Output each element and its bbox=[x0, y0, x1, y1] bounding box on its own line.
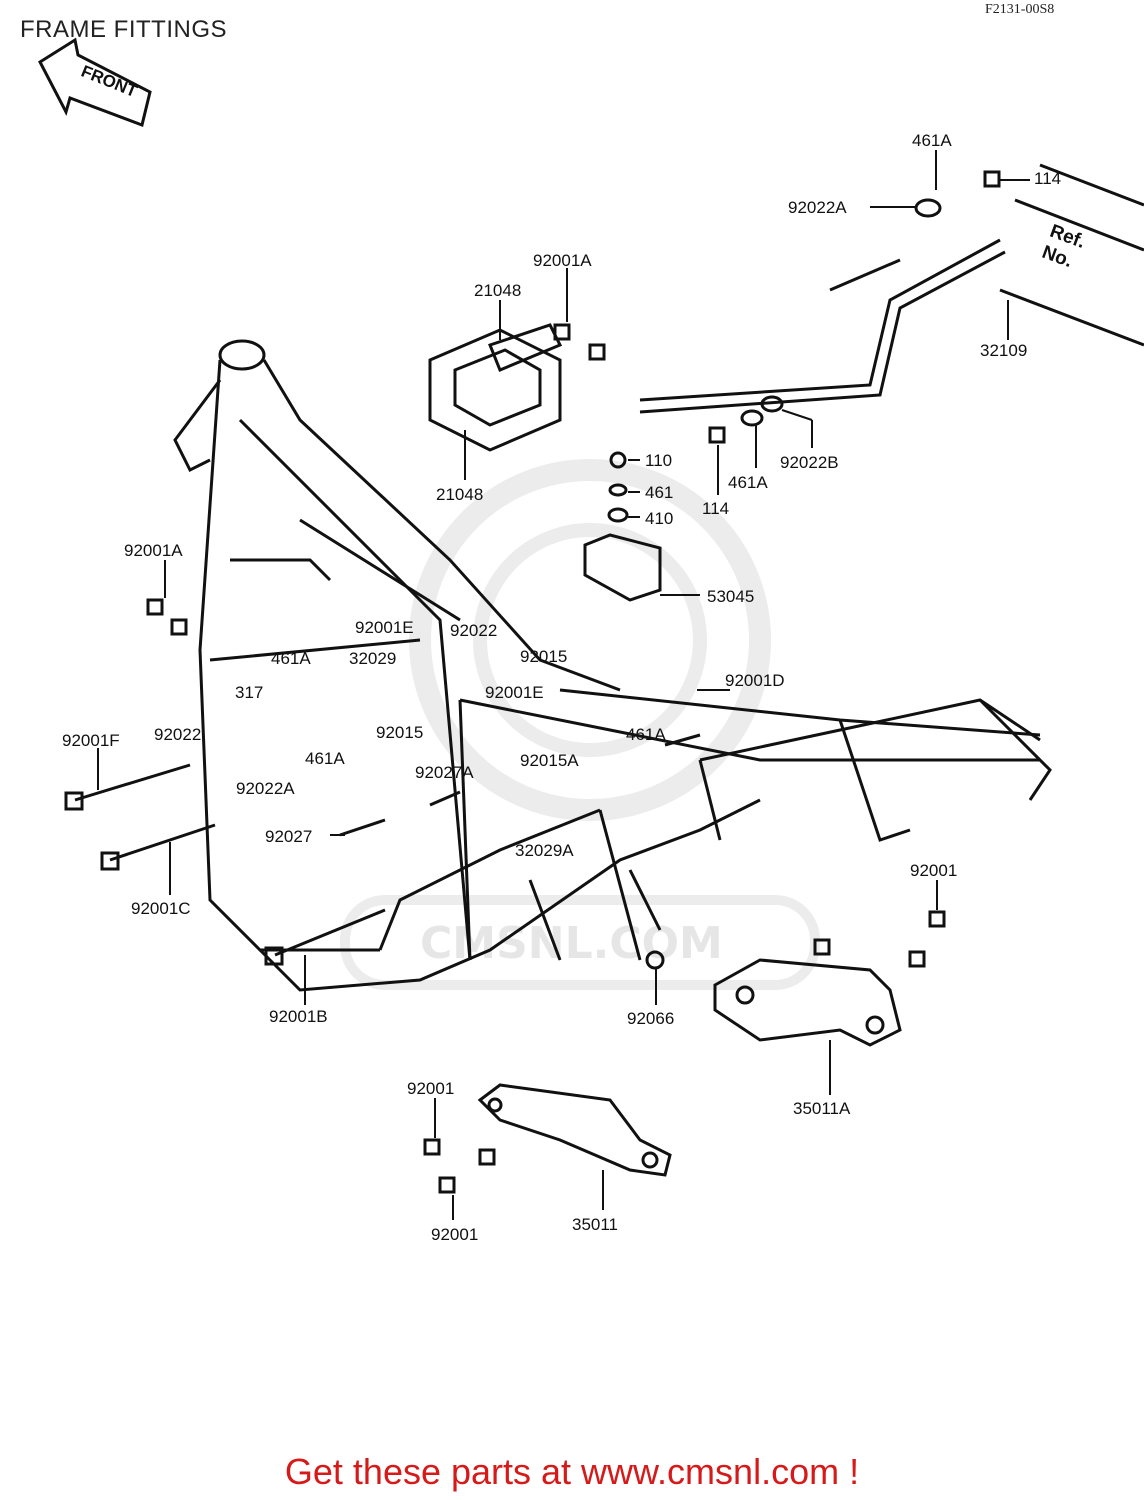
label-410: 410 bbox=[645, 509, 673, 528]
leader-lines bbox=[97, 150, 1030, 1220]
label-110: 110 bbox=[645, 451, 672, 470]
front-arrow: FRONT bbox=[38, 37, 152, 127]
label-92001A-top: 92001A bbox=[533, 251, 592, 270]
label-92027A: 92027A bbox=[415, 763, 474, 782]
footer-promo: Get these parts at www.cmsnl.com ! bbox=[0, 1451, 1144, 1493]
label-461A-low: 461A bbox=[305, 749, 345, 768]
label-21048-bottom: 21048 bbox=[436, 485, 483, 504]
parts-diagram: CMSNL.COM FRONT Ref. No. bbox=[38, 37, 1144, 1244]
label-21048-top: 21048 bbox=[474, 281, 521, 300]
label-92015A: 92015A bbox=[520, 751, 579, 770]
label-461A-top: 461A bbox=[912, 131, 952, 150]
part-labels: 461A 114 92022A 32109 92001A 21048 21048… bbox=[62, 131, 1061, 1244]
label-92001F: 92001F bbox=[62, 731, 120, 750]
label-461A-right: 461A bbox=[626, 725, 666, 744]
label-92027: 92027 bbox=[265, 827, 312, 846]
label-35011A: 35011A bbox=[793, 1099, 851, 1118]
label-92015-mid: 92015 bbox=[376, 723, 423, 742]
footer-link[interactable]: Get these parts at www.cmsnl.com ! bbox=[284, 1451, 860, 1492]
label-461: 461 bbox=[645, 483, 673, 502]
label-92001-right: 92001 bbox=[910, 861, 957, 880]
frame-drawing bbox=[173, 339, 1052, 992]
label-92066: 92066 bbox=[627, 1009, 674, 1028]
page-title: FRAME FITTINGS bbox=[20, 16, 227, 43]
label-92022A-left: 92022A bbox=[236, 779, 295, 798]
label-53045: 53045 bbox=[707, 587, 754, 606]
label-92001-bl-bottom: 92001 bbox=[431, 1225, 478, 1244]
label-92001B: 92001B bbox=[269, 1007, 328, 1026]
label-461A-left: 461A bbox=[271, 649, 311, 668]
label-92022B: 92022B bbox=[780, 453, 839, 472]
label-32029: 32029 bbox=[349, 649, 396, 668]
label-114-top: 114 bbox=[1034, 169, 1061, 188]
label-317: 317 bbox=[235, 683, 263, 702]
figure-code: F2131-00S8 bbox=[985, 2, 1055, 17]
label-461A-mid: 461A bbox=[728, 473, 768, 492]
reference-box: Ref. No. bbox=[999, 163, 1144, 347]
watermark: CMSNL.COM bbox=[340, 459, 820, 990]
label-32109: 32109 bbox=[980, 341, 1027, 360]
label-92022-mid: 92022 bbox=[450, 621, 497, 640]
footrest-bracket-35011 bbox=[477, 1083, 672, 1177]
label-35011: 35011 bbox=[572, 1215, 618, 1234]
bracket-53045 bbox=[583, 451, 662, 602]
label-32029A: 32029A bbox=[515, 841, 574, 860]
bolts bbox=[64, 170, 1001, 1194]
label-92001E-mid: 92001E bbox=[485, 683, 544, 702]
bracket-21048 bbox=[428, 323, 563, 452]
label-92001C: 92001C bbox=[131, 899, 191, 918]
footrest-bracket-35011A bbox=[713, 958, 902, 1047]
label-92001E-top: 92001E bbox=[355, 618, 414, 637]
rod-32109 bbox=[639, 238, 1006, 414]
label-92001D: 92001D bbox=[725, 671, 785, 690]
label-114-mid: 114 bbox=[702, 499, 729, 518]
label-92015-top: 92015 bbox=[520, 647, 567, 666]
label-92022-left: 92022 bbox=[154, 725, 201, 744]
label-92001A-left: 92001A bbox=[124, 541, 183, 560]
label-92001-bl-top: 92001 bbox=[407, 1079, 454, 1098]
label-92022A-top: 92022A bbox=[788, 198, 847, 217]
